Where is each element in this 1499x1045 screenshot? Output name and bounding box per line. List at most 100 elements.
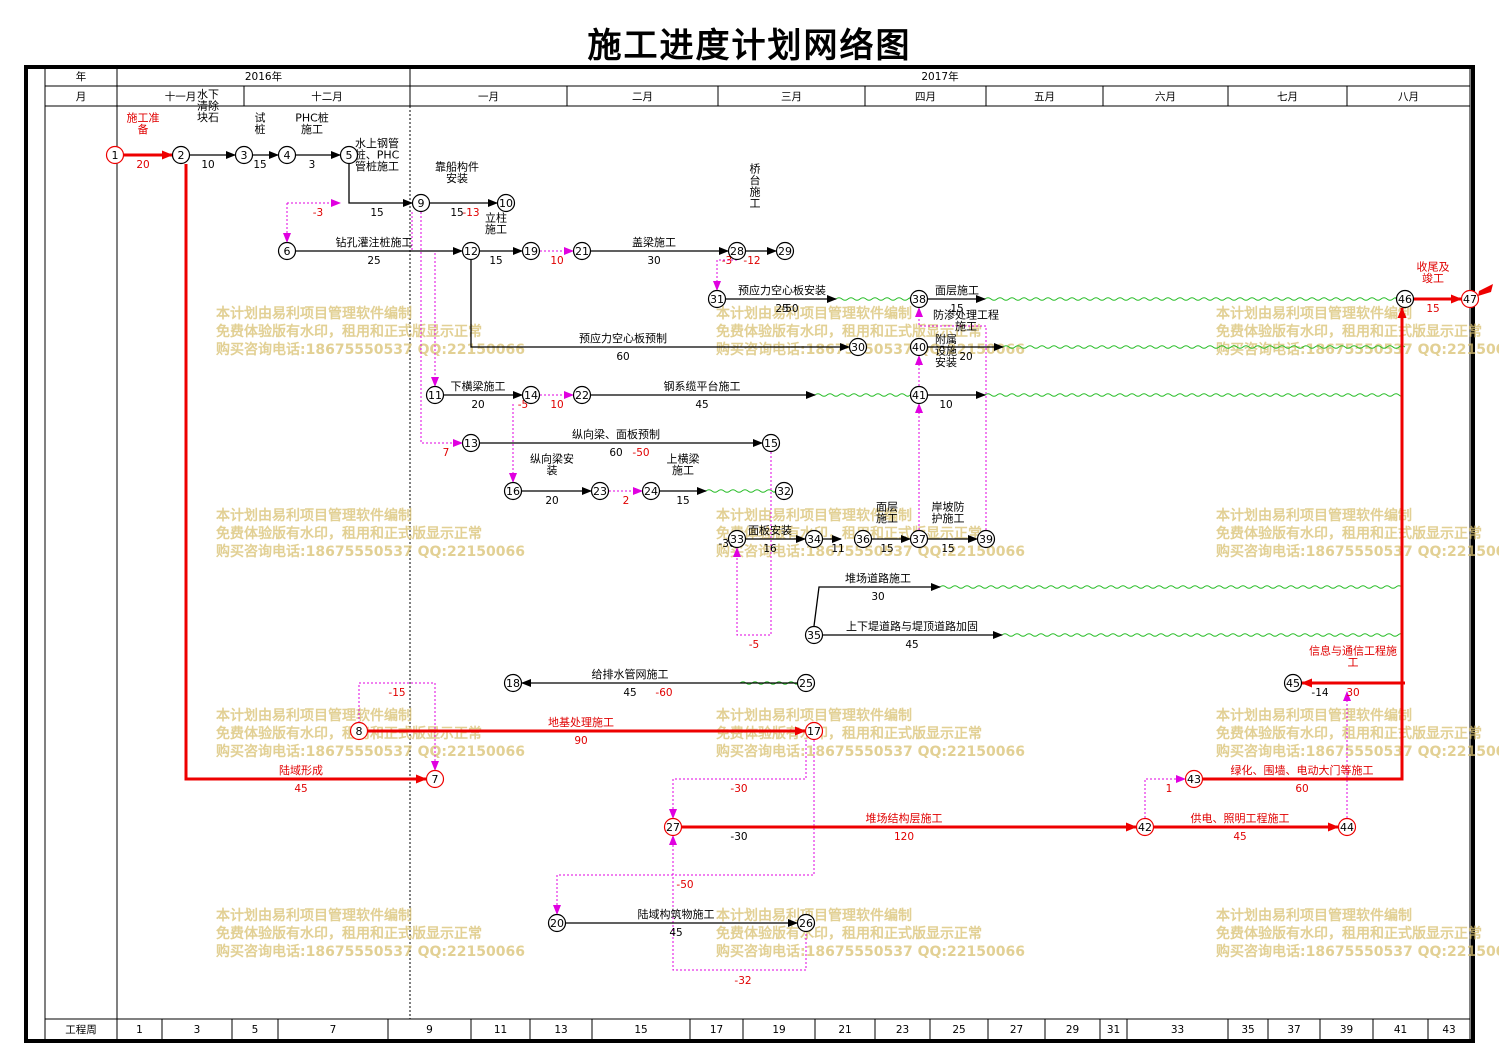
activity-name: 绿化、围墙、电动大门等施工 [1231, 763, 1374, 777]
year-row-label: 年 [76, 70, 87, 83]
event-node[interactable]: 38 [909, 289, 929, 309]
node-number: 46 [1398, 293, 1412, 306]
activity-name: 预应力空心板安装 [738, 283, 826, 297]
event-node[interactable]: 37 [909, 529, 929, 549]
event-node[interactable]: 2 [171, 145, 191, 165]
node-circle [503, 673, 523, 693]
event-node[interactable]: 9 [411, 193, 431, 213]
event-node[interactable]: 30 [848, 337, 868, 357]
dummy-arrow [669, 740, 807, 819]
watermark-line: 本计划由易利项目管理软件编制 [716, 507, 912, 524]
activity-arrow [184, 164, 427, 784]
event-node[interactable]: 23 [590, 481, 610, 501]
event-node[interactable]: 4 [277, 145, 297, 165]
activity-duration: 20 [545, 495, 558, 507]
node-number: 5 [346, 149, 353, 162]
event-node[interactable]: 19 [521, 241, 541, 261]
watermark-line: 本计划由易利项目管理软件编制 [716, 907, 912, 924]
event-node[interactable]: 15 [761, 433, 781, 453]
event-node[interactable]: 1 [105, 145, 125, 165]
event-node[interactable]: 16 [503, 481, 523, 501]
node-circle [727, 241, 747, 261]
event-node[interactable]: 47 [1460, 289, 1480, 309]
event-node[interactable]: 33 [727, 529, 747, 549]
event-node[interactable]: 35 [804, 625, 824, 645]
event-node[interactable]: 25 [796, 673, 816, 693]
event-node[interactable]: 22 [572, 385, 592, 405]
activity-name: 防渗处理工程施工 [933, 308, 999, 334]
node-number: 11 [428, 389, 442, 402]
watermark-line: 本计划由易利项目管理软件编制 [1216, 305, 1412, 322]
watermark-line: 免费体验版有水印，租用和正式版显示正常 [1216, 323, 1482, 340]
event-node[interactable]: 26 [796, 913, 816, 933]
event-node[interactable]: 43 [1184, 769, 1204, 789]
event-node[interactable]: 28 [727, 241, 747, 261]
event-node[interactable]: 39 [976, 529, 996, 549]
event-node[interactable]: 42 [1135, 817, 1155, 837]
watermark-block: 本计划由易利项目管理软件编制免费体验版有水印，租用和正式版显示正常购买咨询电话:… [1216, 707, 1499, 760]
event-node[interactable]: 40 [909, 337, 929, 357]
event-node[interactable]: 34 [804, 529, 824, 549]
node-circle [1184, 769, 1204, 789]
watermark-line: 购买咨询电话:18675550537 QQ:22150066 [1216, 341, 1499, 358]
event-node[interactable]: 44 [1337, 817, 1357, 837]
node-number: 25 [799, 677, 813, 690]
event-node[interactable]: 29 [775, 241, 795, 261]
event-node[interactable]: 11 [425, 385, 445, 405]
activity-duration: 15 [950, 303, 963, 315]
node-circle [775, 241, 795, 261]
event-node[interactable]: 14 [521, 385, 541, 405]
node-circle [547, 913, 567, 933]
activity-duration: 90 [574, 735, 587, 747]
event-node[interactable]: 36 [853, 529, 873, 549]
activity-name: 下横梁施工 [451, 379, 506, 393]
free-float-lines [705, 297, 1406, 685]
node-number: 42 [1138, 821, 1152, 834]
activity-duration: 20 [471, 399, 484, 411]
event-node[interactable]: 32 [774, 481, 794, 501]
event-node[interactable]: 7 [425, 769, 445, 789]
event-node[interactable]: 13 [461, 433, 481, 453]
week-cell: 7 [330, 1024, 337, 1036]
event-node[interactable]: 21 [572, 241, 592, 261]
activity-duration: 15 [676, 495, 689, 507]
activity-name: 靠船构件安装 [435, 160, 479, 186]
activity-name: 岸坡防护施工 [932, 500, 965, 526]
node-number: 18 [506, 677, 520, 690]
event-node[interactable]: 3 [234, 145, 254, 165]
node-number: 4 [284, 149, 291, 162]
node-circle [411, 193, 431, 213]
node-circle [425, 385, 445, 405]
activity-name: 陆域形成 [279, 763, 323, 777]
event-node[interactable]: 10 [496, 193, 516, 213]
node-number: 30 [851, 341, 865, 354]
watermark-block: 本计划由易利项目管理软件编制免费体验版有水印，租用和正式版显示正常购买咨询电话:… [1216, 507, 1499, 560]
node-number: 2 [178, 149, 185, 162]
event-node[interactable]: 24 [641, 481, 661, 501]
week-cell: 37 [1287, 1024, 1300, 1036]
dummy-label: -3 [313, 207, 323, 219]
node-circle [1395, 289, 1415, 309]
event-node[interactable]: 12 [461, 241, 481, 261]
event-node[interactable]: 6 [277, 241, 297, 261]
watermark-line: 本计划由易利项目管理软件编制 [716, 305, 912, 322]
activity-duration: 10 [201, 159, 214, 171]
event-node[interactable]: 46 [1395, 289, 1415, 309]
event-node[interactable]: 18 [503, 673, 523, 693]
event-node[interactable]: 27 [663, 817, 683, 837]
event-node[interactable]: 20 [547, 913, 567, 933]
activity-name: 上横梁施工 [667, 452, 700, 478]
event-node[interactable]: 5 [339, 145, 359, 165]
event-node[interactable]: 41 [909, 385, 929, 405]
event-node[interactable]: 31 [707, 289, 727, 309]
week-cell: 5 [252, 1024, 259, 1036]
watermark-block: 本计划由易利项目管理软件编制免费体验版有水印，租用和正式版显示正常购买咨询电话:… [716, 707, 1025, 760]
week-row-label: 工程周 [65, 1024, 97, 1036]
event-node[interactable]: 8 [349, 721, 369, 741]
event-node[interactable]: 45 [1283, 673, 1303, 693]
activity-duration: 60 [1295, 783, 1308, 795]
float-value: -50 [781, 303, 798, 315]
node-circle [909, 529, 929, 549]
event-node[interactable]: 17 [804, 721, 824, 741]
